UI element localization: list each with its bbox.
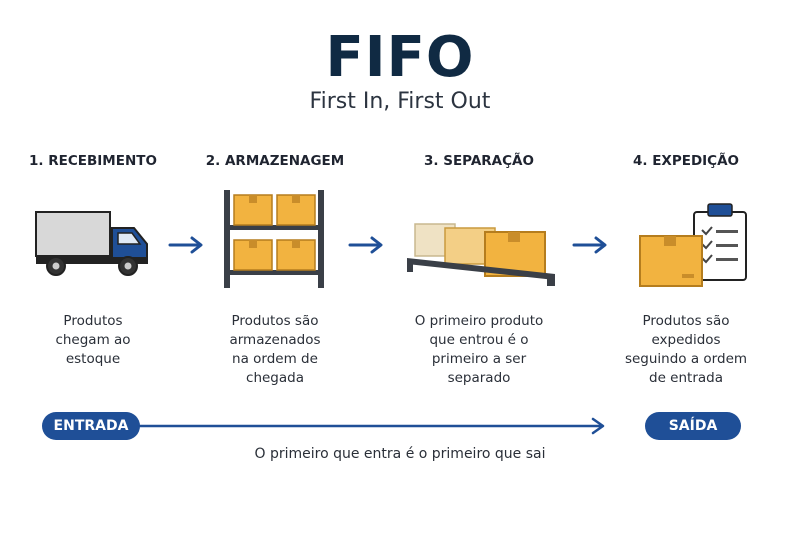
page-title: FIFO (325, 25, 475, 90)
shelf-icon (224, 190, 324, 288)
arrow-right-icon (572, 236, 607, 254)
flow-caption: O primeiro que entra é o primeiro que sa… (254, 446, 546, 462)
exit-badge: SAÍDA (645, 412, 741, 440)
flow-arrow (130, 417, 605, 435)
step-desc-receiving: Produtos chegam ao estoque (55, 313, 131, 367)
pallet-icon (407, 223, 555, 286)
clipboard-icon (639, 203, 747, 287)
truck-icon (35, 211, 148, 276)
step-title-picking: 3. SEPARAÇÃO (424, 153, 534, 169)
step-title-shipping: 4. EXPEDIÇÃO (632, 153, 740, 169)
arrow-right-icon (348, 236, 383, 254)
page-subtitle: First In, First Out (309, 89, 491, 114)
step-title-storage: 2. ARMAZENAGEM (205, 153, 345, 169)
step-desc-shipping: Produtos são expedidos seguindo a ordem … (624, 313, 748, 386)
step-title-receiving: 1. RECEBIMENTO (29, 153, 157, 169)
step-desc-picking: O primeiro produto que entrou é o primei… (414, 313, 544, 386)
arrow-right-icon (168, 236, 203, 254)
step-desc-storage: Produtos são armazenados na ordem de che… (229, 313, 321, 386)
entry-badge: ENTRADA (42, 412, 140, 440)
